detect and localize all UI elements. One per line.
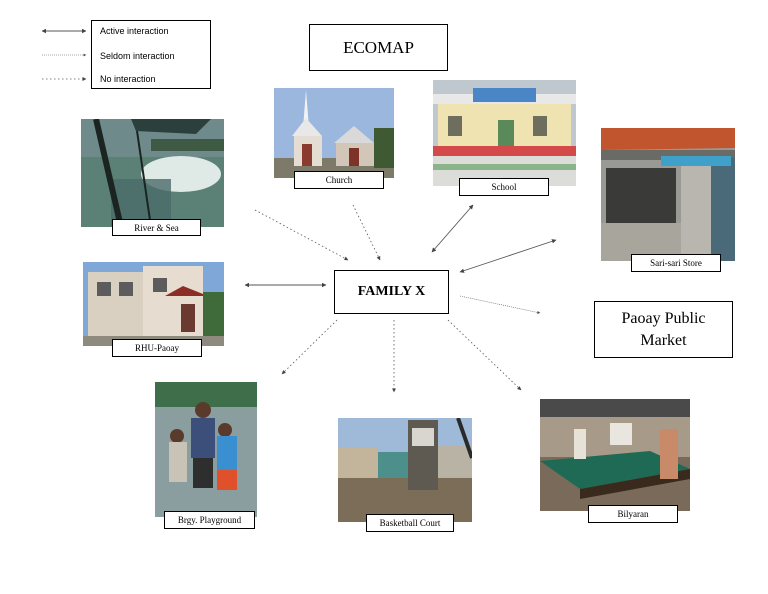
photo-basketball: [338, 418, 472, 522]
legend-none-label: No interaction: [100, 74, 156, 84]
label-church: Church: [294, 171, 384, 189]
photo-church: [274, 88, 394, 178]
family-node: FAMILY X: [334, 270, 449, 314]
arrow-playground: [281, 319, 338, 375]
label-basketball: Basketball Court: [366, 514, 454, 532]
label-school: School: [459, 178, 549, 196]
arrow-school: [431, 204, 474, 253]
label-sari: Sari-sari Store: [631, 254, 721, 272]
market-line1: Paoay Public: [621, 309, 706, 327]
photo-bilyaran: [540, 399, 690, 511]
legend: Active interaction Seldom interaction No…: [91, 20, 211, 89]
arrow-sari: [459, 239, 557, 273]
label-bilyaran: Bilyaran: [588, 505, 678, 523]
photo-playground: [155, 382, 257, 517]
photo-school: [433, 80, 576, 186]
legend-seldom-label: Seldom interaction: [100, 51, 175, 61]
label-river: River & Sea: [112, 219, 201, 236]
arrow-church: [352, 204, 381, 261]
photo-river: [81, 119, 224, 227]
market-line2: Market: [640, 331, 687, 349]
arrow-bilyaran: [447, 319, 522, 391]
legend-active-label: Active interaction: [100, 26, 169, 36]
arrow-market: [459, 295, 541, 314]
label-playground: Brgy. Playground: [164, 511, 255, 529]
node-market: Paoay Public Market: [594, 301, 733, 358]
label-rhu: RHU-Paoay: [112, 339, 202, 357]
photo-sari: [601, 128, 735, 261]
arrow-river: [254, 209, 349, 261]
ecomap-title: ECOMAP: [309, 24, 448, 71]
